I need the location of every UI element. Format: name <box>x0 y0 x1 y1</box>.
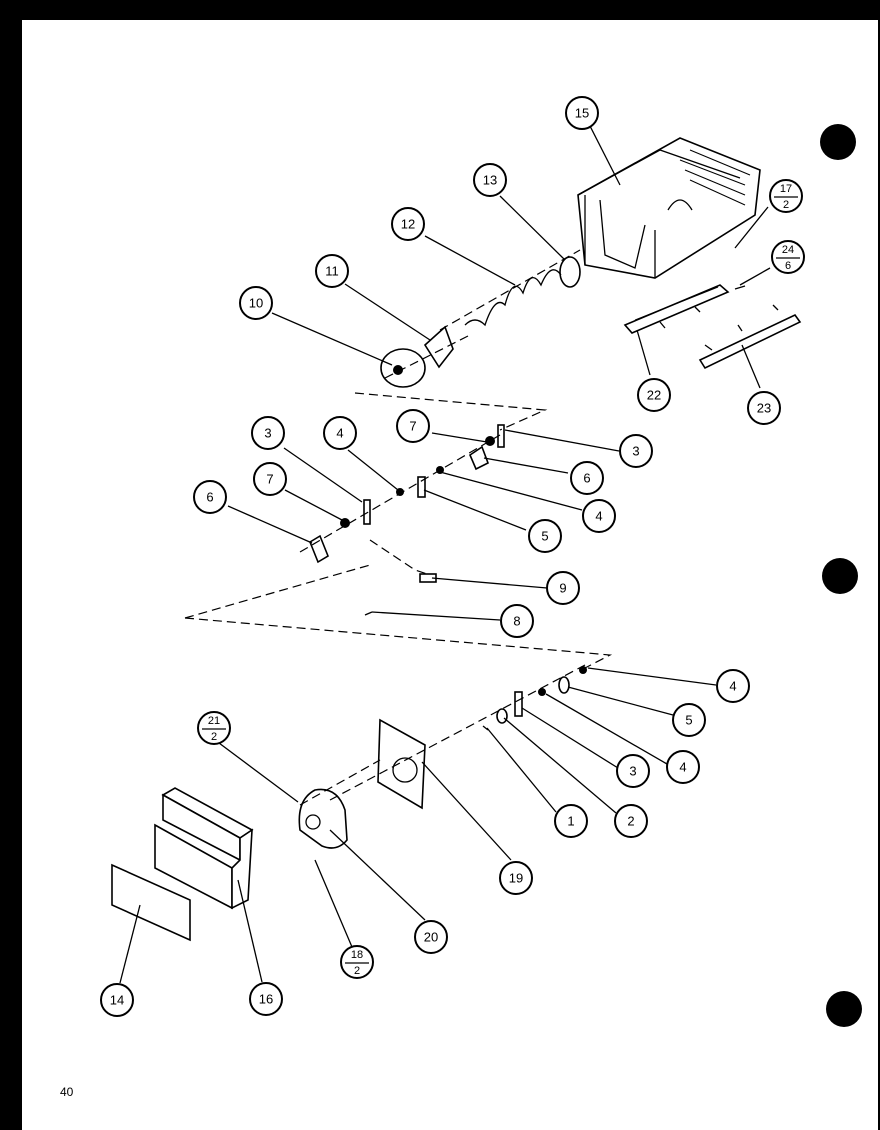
part-auger-blade <box>423 325 454 369</box>
callout-3-lower: 3 <box>616 754 650 788</box>
callout-4-upper: 4 <box>323 416 357 450</box>
callout-label: 7 <box>266 472 273 487</box>
callout-24-6: 24 6 <box>771 240 805 274</box>
callout-21-2: 21 2 <box>197 711 231 745</box>
callout-label: 4 <box>679 760 686 775</box>
callout-numerator: 21 <box>208 715 220 727</box>
rail-screws <box>659 285 779 351</box>
callout-label: 9 <box>559 581 566 596</box>
callout-5-mid: 5 <box>528 519 562 553</box>
callout-label: 22 <box>647 388 661 403</box>
callout-17-2: 17 2 <box>769 179 803 213</box>
callout-9: 9 <box>546 571 580 605</box>
callout-3-upper-right: 3 <box>619 434 653 468</box>
mid-assembly-parts <box>309 424 505 616</box>
callout-12: 12 <box>391 207 425 241</box>
punch-hole-middle <box>822 558 858 594</box>
page-number: 40 <box>60 1085 74 1099</box>
callout-denominator: 2 <box>783 199 789 211</box>
callout-6-right: 6 <box>570 461 604 495</box>
callout-label: 7 <box>409 419 416 434</box>
part-drive-coupler-hub <box>393 365 403 375</box>
callout-denominator: 2 <box>211 731 217 743</box>
callout-15: 15 <box>565 96 599 130</box>
callout-denominator: 2 <box>354 965 360 977</box>
callout-label: 3 <box>264 426 271 441</box>
callout-label: 3 <box>632 444 639 459</box>
callout-label: 8 <box>513 614 520 629</box>
callout-label: 20 <box>424 930 438 945</box>
part-ice-bucket <box>577 137 761 279</box>
parts-drawing <box>111 137 802 942</box>
callout-label: 14 <box>110 993 124 1008</box>
callout-numerator: 18 <box>351 949 363 961</box>
callout-22: 22 <box>637 378 671 412</box>
callout-label: 6 <box>583 471 590 486</box>
callout-label: 5 <box>685 713 692 728</box>
callout-8: 8 <box>500 604 534 638</box>
callout-19: 19 <box>499 861 533 895</box>
punch-hole-bottom <box>826 991 862 1027</box>
callout-20: 20 <box>414 920 448 954</box>
callout-numerator: 17 <box>780 183 792 195</box>
part-auger-spring <box>464 269 562 327</box>
callout-label: 11 <box>325 264 339 279</box>
callout-4-lower-top: 4 <box>716 669 750 703</box>
leader-lines <box>119 125 771 984</box>
callout-label: 5 <box>541 529 548 544</box>
callout-4-lower: 4 <box>666 750 700 784</box>
callout-label: 10 <box>249 296 263 311</box>
callout-label: 23 <box>757 401 771 416</box>
callout-10: 10 <box>239 286 273 320</box>
callout-label: 19 <box>509 871 523 886</box>
callout-3-upper-left: 3 <box>251 416 285 450</box>
callout-label: 13 <box>483 173 497 188</box>
callout-label: 15 <box>575 106 589 121</box>
callout-label: 4 <box>595 509 602 524</box>
part-rail-right <box>698 313 802 370</box>
callout-denominator: 6 <box>785 260 791 272</box>
part-cover-panel <box>111 863 191 942</box>
callout-label: 16 <box>259 992 273 1007</box>
callout-23: 23 <box>747 391 781 425</box>
callout-6-left: 6 <box>193 480 227 514</box>
callout-label: 6 <box>206 490 213 505</box>
callout-11: 11 <box>315 254 349 288</box>
callout-1: 1 <box>554 804 588 838</box>
callout-label: 1 <box>567 814 574 829</box>
callout-2: 2 <box>614 804 648 838</box>
part-front-cover <box>154 787 254 910</box>
callout-label: 3 <box>629 764 636 779</box>
callout-label: 4 <box>729 679 736 694</box>
callout-13: 13 <box>473 163 507 197</box>
callout-18-2: 18 2 <box>340 945 374 979</box>
callout-14: 14 <box>100 983 134 1017</box>
callout-label: 2 <box>627 814 634 829</box>
assembly-lines <box>184 249 613 806</box>
part-drive-coupler <box>380 348 426 388</box>
callout-4-mid: 4 <box>582 499 616 533</box>
callout-7-upper: 7 <box>396 409 430 443</box>
part-bearing-ring <box>559 256 581 288</box>
callout-5-lower: 5 <box>672 703 706 737</box>
callout-numerator: 24 <box>782 244 794 256</box>
callout-7-left: 7 <box>253 462 287 496</box>
lower-assembly-parts <box>482 666 587 731</box>
callout-label: 12 <box>401 217 415 232</box>
punch-hole-top <box>820 124 856 160</box>
callout-16: 16 <box>249 982 283 1016</box>
callout-label: 4 <box>336 426 343 441</box>
